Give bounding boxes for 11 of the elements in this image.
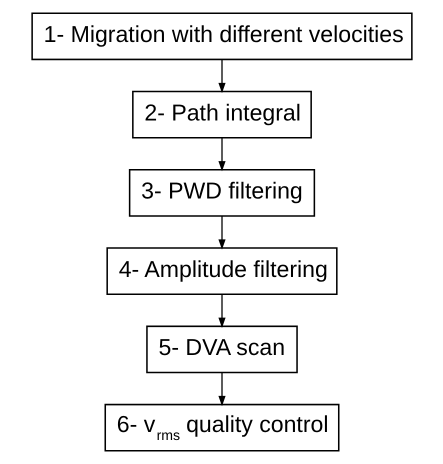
node-box: 2- Path integral xyxy=(132,90,312,138)
node-box: 4- Amplitude filtering xyxy=(106,247,338,295)
arrow xyxy=(218,138,226,172)
node-box: 1- Migration with different velocities xyxy=(30,12,412,60)
node-box: 6- v$_{rms}$ quality control xyxy=(104,404,340,452)
node-box: 3- PWD filtering xyxy=(128,169,315,217)
arrow xyxy=(218,294,226,328)
arrow xyxy=(218,60,226,94)
arrow xyxy=(218,372,226,406)
arrow xyxy=(218,216,226,250)
node-box: 5- DVA scan xyxy=(146,326,298,374)
